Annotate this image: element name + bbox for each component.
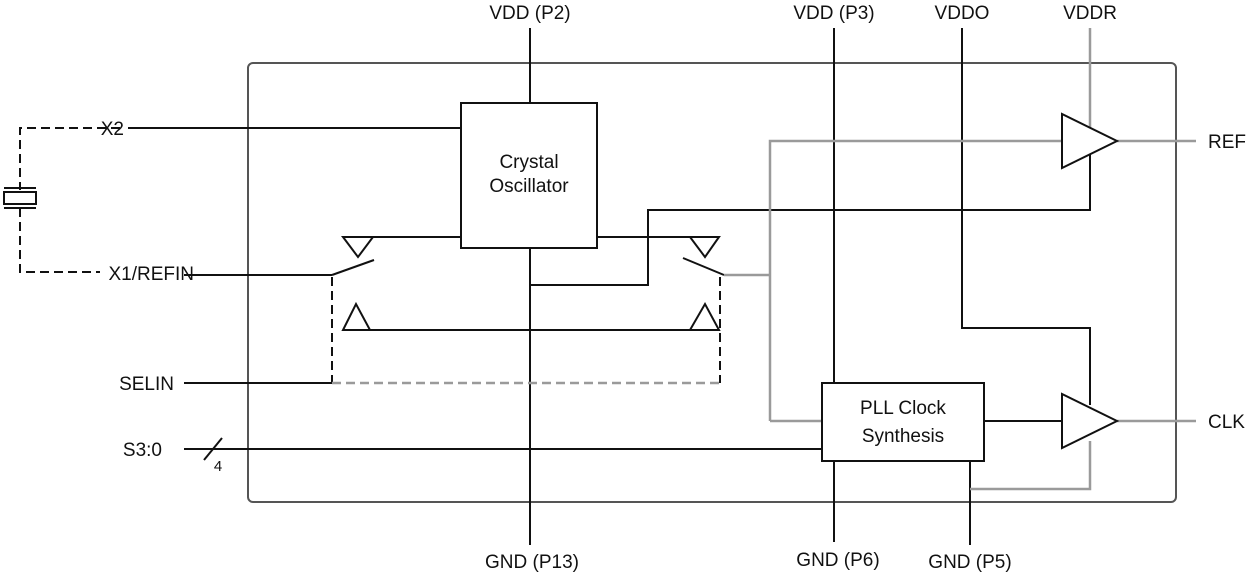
pin-vddo: VDDO: [935, 3, 990, 24]
ref-enable-wire: [530, 150, 1091, 286]
crystal-oscillator-label-1: Crystal: [499, 152, 558, 173]
pin-vdd-p2: VDD (P2): [489, 3, 570, 24]
pll-clock-synthesis-block: [821, 382, 985, 462]
pll-label-1: PLL Clock: [860, 398, 946, 419]
switch-left-blade: [331, 259, 375, 276]
pin-vdd-p3: VDD (P3): [793, 3, 874, 24]
bus-slash: [203, 437, 223, 461]
crystal-oscillator-block: [460, 102, 598, 249]
clk-ground-return: [970, 441, 1092, 491]
pin-gnd-p6: GND (P6): [796, 550, 879, 571]
crystal-oscillator-label-2: Oscillator: [489, 176, 569, 197]
clk-buffer: [1061, 392, 1120, 450]
crystal-body: [3, 191, 37, 205]
pll-label-2: Synthesis: [862, 426, 944, 447]
switch-left-up-triangle: [341, 301, 372, 331]
pin-gnd-p13: GND (P13): [485, 552, 579, 573]
switch-right-down-triangle: [688, 236, 721, 259]
pin-x2: X2: [101, 119, 124, 140]
chip-outline: [247, 62, 1177, 503]
switch-left-down-triangle: [341, 236, 375, 259]
pin-x1-refin: X1/REFIN: [108, 264, 194, 285]
x2-dashed-lead: [19, 127, 120, 190]
pin-gnd-p5: GND (P5): [928, 552, 1011, 573]
switch-right-up-triangle: [688, 301, 721, 331]
bus-width-label: 4: [214, 458, 222, 475]
vddo-wire: [961, 28, 1091, 405]
pin-vddr: VDDR: [1063, 3, 1117, 24]
pin-s3-0: S3:0: [123, 440, 162, 461]
ref-buffer: [1061, 112, 1120, 170]
pin-clk: CLK: [1208, 412, 1245, 433]
pin-selin: SELIN: [119, 374, 174, 395]
x1-dashed-lead: [19, 208, 100, 273]
ref-signal-path: [768, 139, 1062, 421]
pin-ref: REF: [1208, 132, 1246, 153]
switch-right-blade: [682, 257, 725, 276]
